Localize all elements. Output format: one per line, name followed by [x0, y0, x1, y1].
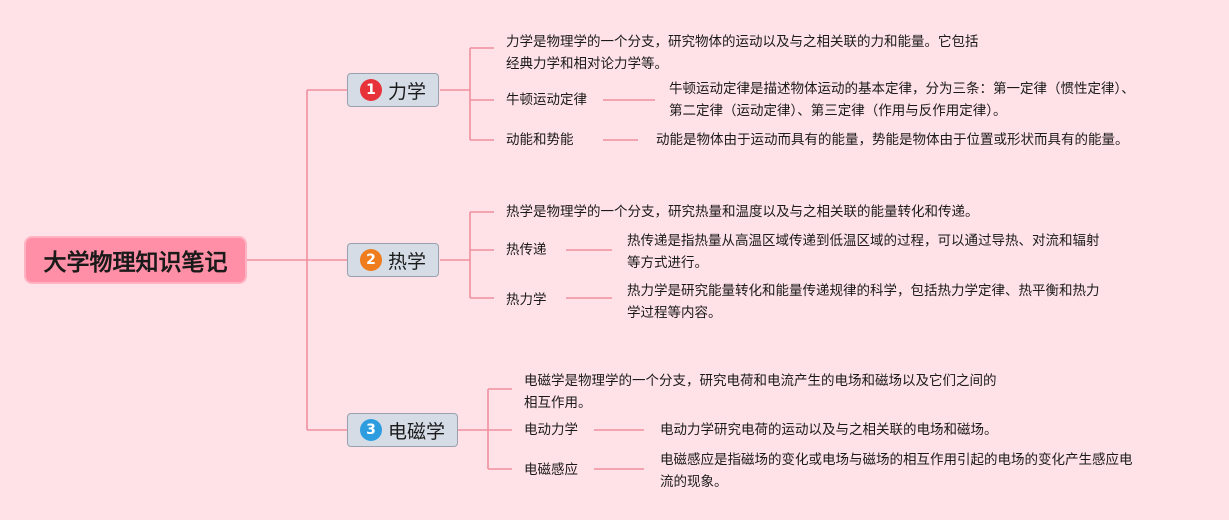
heat-transfer-detail: 热传递是指热量从高温区域传递到低温区域的过程，可以通过导热、对流和辐射等方式进行…	[627, 233, 1100, 271]
electrodynamics-detail: 电动力学研究电荷的运动以及与之相关联的电场和磁场。	[660, 422, 998, 438]
newton-laws-detail: 牛顿运动定律是描述物体运动的基本定律，分为三条：第一定律（惯性定律）、第二定律（…	[669, 81, 1135, 119]
topic-electrodynamics[interactable]: 电动力学	[524, 422, 578, 438]
thermodynamics-detail: 热力学是研究能量转化和能量传递规律的科学，包括热力学定律、热平衡和热力学过程等内…	[627, 283, 1100, 321]
em-induction-detail: 电磁感应是指磁场的变化或电场与磁场的相互作用引起的电场的变化产生感应电流的现象。	[660, 452, 1133, 490]
branch-thermodynamics[interactable]: 2 热学	[347, 243, 439, 277]
number-2-badge: 2	[359, 249, 382, 271]
mechanics-intro: 力学是物理学的一个分支，研究物体的运动以及与之相关联的力和能量。它包括经典力学和…	[506, 34, 979, 72]
topic-kinetic-potential-energy[interactable]: 动能和势能	[506, 132, 574, 148]
topic-em-induction[interactable]: 电磁感应	[524, 462, 578, 478]
topic-thermodynamics[interactable]: 热力学	[506, 292, 547, 308]
topic-newton-laws[interactable]: 牛顿运动定律	[506, 92, 587, 108]
branch-label: 力学	[387, 80, 426, 103]
number-1-badge: 1	[359, 79, 382, 101]
branch-label: 热学	[387, 250, 426, 273]
number-3-badge: 3	[359, 419, 382, 441]
root-node[interactable]: 大学物理知识笔记	[26, 238, 245, 282]
branch-mechanics[interactable]: 1 力学	[347, 73, 439, 107]
topic-heat-transfer[interactable]: 热传递	[506, 242, 547, 258]
branch-electromagnetism[interactable]: 3 电磁学	[347, 413, 458, 447]
em-intro: 电磁学是物理学的一个分支，研究电荷和电流产生的电场和磁场以及它们之间的相互作用。	[524, 373, 997, 411]
branch-label: 电磁学	[387, 420, 445, 443]
heat-intro: 热学是物理学的一个分支，研究热量和温度以及与之相关联的能量转化和传递。	[506, 204, 979, 220]
energy-detail: 动能是物体由于运动而具有的能量，势能是物体由于位置或形状而具有的能量。	[656, 132, 1129, 148]
root-label: 大学物理知识笔记	[43, 250, 228, 276]
